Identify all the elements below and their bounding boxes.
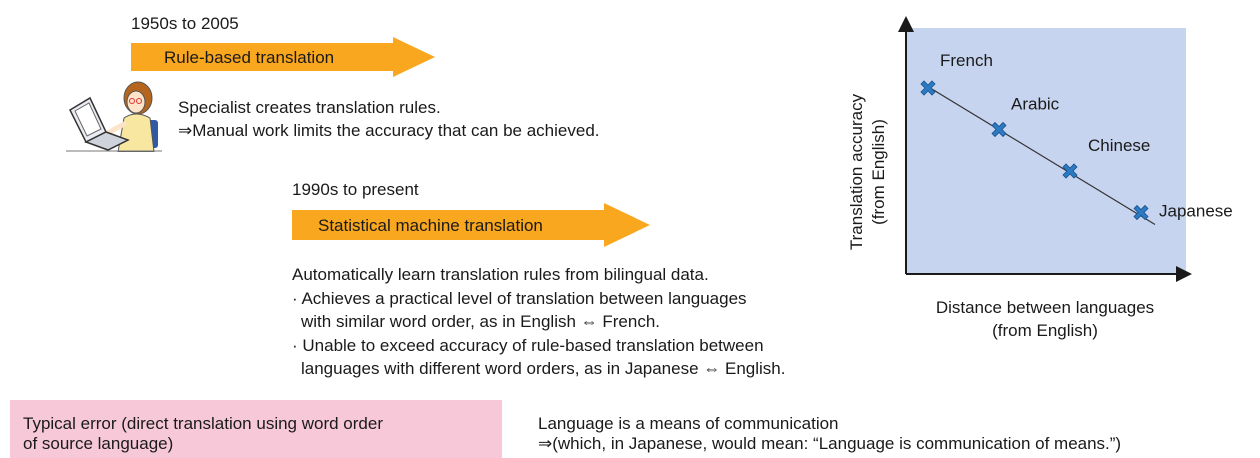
plot-area	[906, 28, 1186, 274]
rule-based-desc-2: ⇒Manual work limits the accuracy that ca…	[178, 121, 600, 140]
person-at-laptop-icon	[66, 80, 166, 153]
data-point-french	[920, 80, 936, 96]
rule-based-label: Rule-based translation	[164, 48, 335, 67]
rule-based-arrow: Rule-based translation	[131, 37, 437, 77]
arrow-shape	[131, 37, 435, 77]
x-axis-label-1: Distance between languages	[936, 298, 1154, 317]
statistical-desc-5: languages with different word orders, as…	[301, 359, 786, 378]
point-label-chinese: Chinese	[1088, 136, 1150, 155]
y-axis-arrowhead	[898, 16, 914, 32]
typical-error-box: Typical error (direct translation using …	[10, 400, 502, 458]
statistical-desc-3: with similar word order, as in English ⇔…	[301, 312, 661, 331]
y-axis-label-1: Translation accuracy	[847, 93, 866, 250]
statistical-era: 1990s to present	[292, 180, 419, 199]
data-point-japanese	[1133, 204, 1149, 221]
data-point-arabic	[991, 121, 1007, 138]
statistical-desc-1: Automatically learn translation rules fr…	[292, 265, 709, 284]
statistical-desc-4: · Unable to exceed accuracy of rule-base…	[292, 336, 764, 355]
point-label-japanese: Japanese	[1159, 202, 1233, 221]
point-label-french: French	[940, 51, 993, 70]
typical-error-label-2: of source language)	[23, 434, 174, 453]
rule-based-desc-1: Specialist creates translation rules.	[178, 98, 441, 117]
trend-line	[921, 82, 1156, 226]
statistical-desc-2: · Achieves a practical level of translat…	[292, 289, 747, 308]
x-axis-arrowhead	[1176, 266, 1192, 282]
error-example-2: ⇒(which, in Japanese, would mean: “Langu…	[538, 434, 1122, 453]
data-point-chinese	[1062, 163, 1078, 179]
arrow-shape	[292, 203, 650, 247]
arrow-fill	[292, 203, 650, 247]
rule-based-era: 1950s to 2005	[131, 14, 239, 33]
error-example-1: Language is a means of communication	[538, 414, 839, 433]
point-label-arabic: Arabic	[1011, 95, 1060, 114]
arrow-fill	[131, 37, 435, 77]
statistical-label: Statistical machine translation	[318, 216, 543, 235]
y-axis-label-2: (from English)	[869, 119, 888, 225]
x-axis-label-2: (from English)	[992, 321, 1098, 340]
statistical-arrow: Statistical machine translation	[292, 203, 652, 247]
typical-error-label-1: Typical error (direct translation using …	[23, 414, 383, 433]
